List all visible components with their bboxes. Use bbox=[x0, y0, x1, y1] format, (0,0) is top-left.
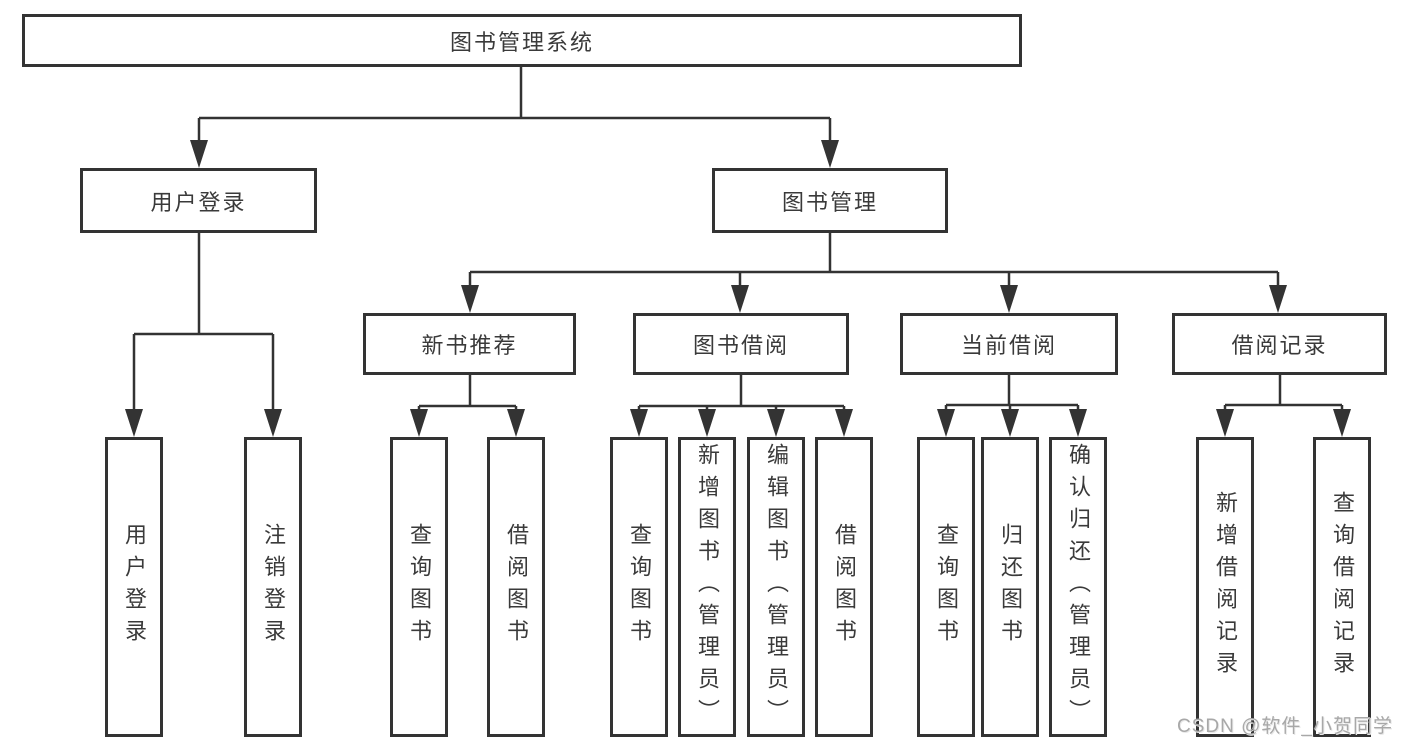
node-borrowing-records: 借阅记录 bbox=[1172, 313, 1387, 375]
leaf-bb-add-books-admin-label: 新增图书（管理员） bbox=[695, 443, 720, 731]
leaf-cb-query-books-label: 查询图书 bbox=[934, 523, 959, 651]
leaf-nb-query-books-label: 查询图书 bbox=[407, 523, 432, 651]
leaf-bb-borrow-books: 借阅图书 bbox=[815, 437, 873, 737]
leaf-br-query-record: 查询借阅记录 bbox=[1313, 437, 1371, 737]
watermark: CSDN @软件_小贺同学 bbox=[1177, 716, 1393, 737]
node-new-book-recommendation: 新书推荐 bbox=[363, 313, 576, 375]
leaf-bb-add-books-admin: 新增图书（管理员） bbox=[678, 437, 736, 737]
node-current-borrowing: 当前借阅 bbox=[900, 313, 1118, 375]
leaf-user-login-label: 用户登录 bbox=[122, 523, 147, 651]
leaf-logout-label: 注销登录 bbox=[261, 523, 286, 651]
leaf-nb-query-books: 查询图书 bbox=[390, 437, 448, 737]
leaf-cb-confirm-return-admin-label: 确认归还（管理员） bbox=[1066, 443, 1091, 731]
leaf-cb-return-books: 归还图书 bbox=[981, 437, 1039, 737]
leaf-bb-borrow-books-label: 借阅图书 bbox=[832, 523, 857, 651]
leaf-bb-query-books-label: 查询图书 bbox=[627, 523, 652, 651]
leaf-user-login: 用户登录 bbox=[105, 437, 163, 737]
node-library-management-system: 图书管理系统 bbox=[22, 14, 1022, 67]
leaf-br-add-record: 新增借阅记录 bbox=[1196, 437, 1254, 737]
leaf-cb-query-books: 查询图书 bbox=[917, 437, 975, 737]
leaf-cb-confirm-return-admin: 确认归还（管理员） bbox=[1049, 437, 1107, 737]
node-book-management: 图书管理 bbox=[712, 168, 948, 233]
leaf-bb-edit-books-admin: 编辑图书（管理员） bbox=[747, 437, 805, 737]
leaf-nb-borrow-books: 借阅图书 bbox=[487, 437, 545, 737]
leaf-bb-query-books: 查询图书 bbox=[610, 437, 668, 737]
leaf-br-query-record-label: 查询借阅记录 bbox=[1330, 491, 1355, 683]
leaf-cb-return-books-label: 归还图书 bbox=[998, 523, 1023, 651]
leaf-logout: 注销登录 bbox=[244, 437, 302, 737]
leaf-br-add-record-label: 新增借阅记录 bbox=[1213, 491, 1238, 683]
leaf-nb-borrow-books-label: 借阅图书 bbox=[504, 523, 529, 651]
node-user-login: 用户登录 bbox=[80, 168, 317, 233]
node-book-borrowing: 图书借阅 bbox=[633, 313, 849, 375]
leaf-bb-edit-books-admin-label: 编辑图书（管理员） bbox=[764, 443, 789, 731]
